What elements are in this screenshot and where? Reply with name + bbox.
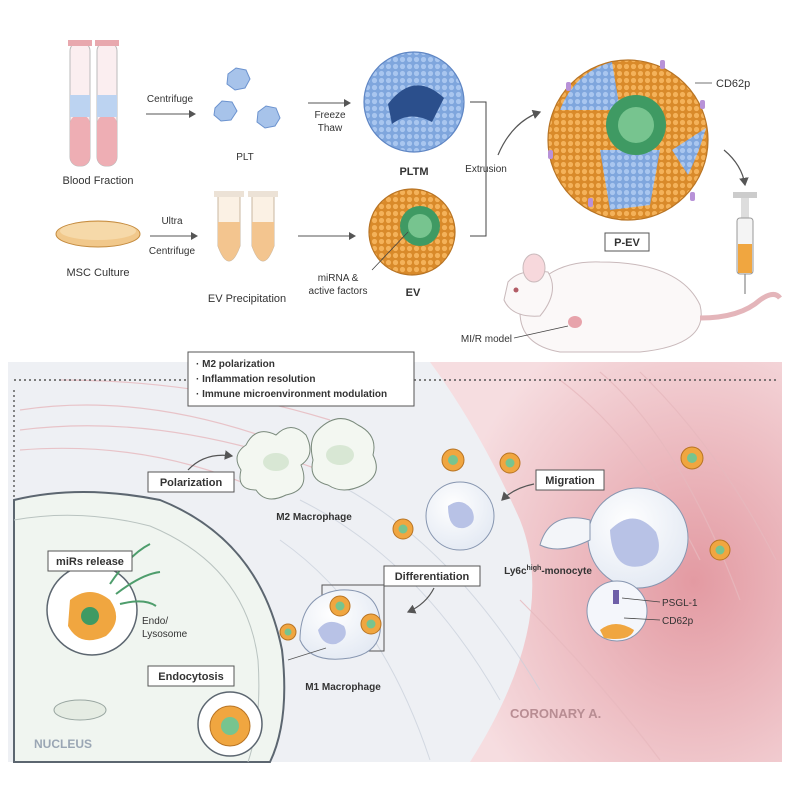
migrating-monocyte-icon xyxy=(425,481,495,551)
tissue-panel: · M2 polarization · Inflammation resolut… xyxy=(8,351,782,763)
m1-macrophage-icon xyxy=(279,584,385,660)
binding-inset-icon xyxy=(586,580,648,642)
ev-label: EV xyxy=(406,287,421,299)
effect-2: · Inflammation resolution xyxy=(196,374,315,385)
centrifuge2-label: Centrifuge xyxy=(149,246,196,257)
mirna-label: miRNA & xyxy=(318,273,359,284)
platelets-icon xyxy=(213,67,281,129)
mirna-pointer xyxy=(371,231,409,271)
psgl1-label: PSGL-1 xyxy=(662,598,698,609)
m2-macrophage-icon xyxy=(236,418,377,500)
endocytosis-box xyxy=(147,665,235,687)
plt-label: PLT xyxy=(236,152,254,163)
cd62p-pointer xyxy=(623,617,661,621)
arrow-extrusion xyxy=(497,109,542,156)
arrow-polarization xyxy=(187,450,234,471)
nucleus-label: NUCLEUS xyxy=(34,737,92,751)
endo-label: Endo/ xyxy=(142,616,168,627)
petri-dish-icon xyxy=(55,220,141,248)
ev-particle-icon xyxy=(392,446,731,561)
mouse-icon xyxy=(503,253,782,353)
msc-culture-label: MSC Culture xyxy=(67,267,130,279)
ev-vesicle-icon xyxy=(368,188,456,276)
ly6c-monocyte-label: Ly6chigh-monocyte xyxy=(504,565,592,577)
mirs-release-label: miRs release xyxy=(56,556,124,568)
effects-box xyxy=(187,351,415,407)
freeze-label: Freeze xyxy=(314,110,346,121)
arrow-differentiation xyxy=(406,587,435,614)
effect-1: · M2 polarization xyxy=(196,359,275,370)
lysosome-label: Lysosome xyxy=(142,629,188,640)
mir-model-pointer xyxy=(513,325,569,339)
pev-label: P-EV xyxy=(614,237,640,249)
mirs-release-box xyxy=(47,550,133,572)
mir-model-label: MI/R model xyxy=(461,334,512,345)
psgl1-pointer xyxy=(621,597,661,603)
active-factors-label: active factors xyxy=(309,286,368,297)
pev-label-box xyxy=(604,232,650,252)
arrow-to-syringe xyxy=(723,149,749,187)
ev-precipitation-label: EV Precipitation xyxy=(208,293,286,305)
thaw-label: Thaw xyxy=(318,123,343,134)
cd62p-label: CD62p xyxy=(662,616,694,627)
pev-vesicle-icon xyxy=(547,59,709,221)
centrifuge-label: Centrifuge xyxy=(147,94,194,105)
m1-macrophage-label: M1 Macrophage xyxy=(305,682,381,693)
blood-tubes-icon xyxy=(68,40,119,167)
effect-3: · Immune microenvironment modulation xyxy=(196,389,387,400)
pltm-vesicle-icon xyxy=(363,51,465,153)
polarization-label: Polarization xyxy=(160,477,223,489)
m2-macrophage-label: M2 Macrophage xyxy=(276,512,352,523)
coronary-label: CORONARY A. xyxy=(510,706,601,721)
polarization-box xyxy=(147,471,235,493)
ev-tubes-icon xyxy=(214,191,278,262)
arrow-migration xyxy=(501,483,535,501)
differentiation-box xyxy=(383,565,481,587)
syringe-icon xyxy=(733,192,757,294)
ly6c-monocyte-icon xyxy=(539,487,689,589)
endocytosis-label: Endocytosis xyxy=(158,671,223,683)
extrusion-bracket xyxy=(470,101,487,237)
extrusion-label: Extrusion xyxy=(465,164,507,175)
migration-box xyxy=(535,469,605,491)
ultra-label: Ultra xyxy=(161,216,183,227)
pltm-label: PLTM xyxy=(399,166,428,178)
differentiation-label: Differentiation xyxy=(395,571,470,583)
migration-label: Migration xyxy=(545,475,595,487)
m1-zoom-line xyxy=(287,647,327,661)
cd62p-top-label: CD62p xyxy=(716,78,750,90)
process-panel: Blood Fraction Centrifuge PLT Freeze Tha… xyxy=(55,40,782,353)
blood-fraction-label: Blood Fraction xyxy=(63,175,134,187)
